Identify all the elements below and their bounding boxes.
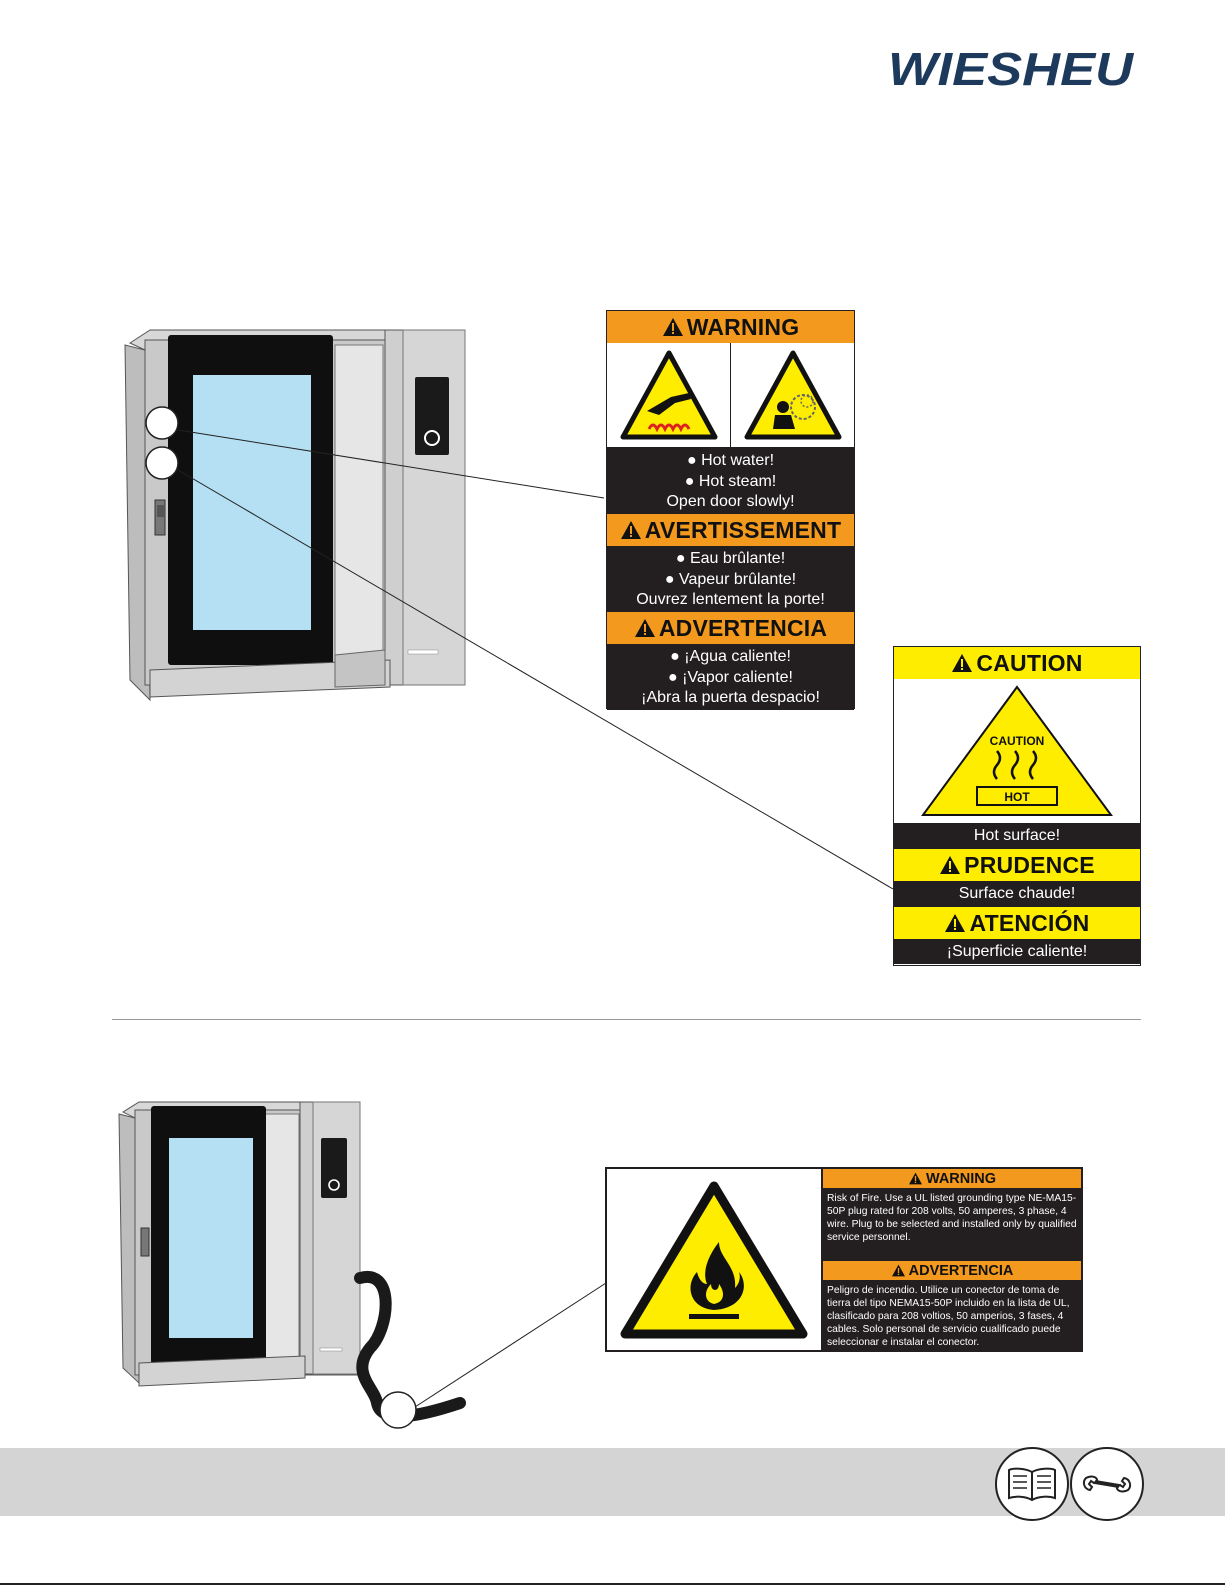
- symbol-caution-text: CAUTION: [990, 734, 1045, 748]
- prudence-header: PRUDENCE: [894, 849, 1140, 881]
- steam-hazard-icon: [744, 350, 841, 440]
- hot-surface-caution-label: CAUTION CAUTION HOT Hot surface! PRUDENC…: [893, 646, 1141, 966]
- avertissement-header: AVERTISSEMENT: [607, 514, 854, 546]
- manual-book-icon: [995, 1447, 1069, 1521]
- caution-header: CAUTION: [894, 647, 1140, 679]
- fire-warning-text: Risk of Fire. Use a UL listed grounding …: [827, 1193, 1077, 1243]
- alert-triangle-icon: [891, 1264, 905, 1277]
- wrench-icon: [1070, 1447, 1144, 1521]
- alert-triangle-icon: [952, 654, 973, 672]
- hot-water-steam-warning-label: WARNING ● Hot water! ● Hot steam! Open d…: [606, 310, 855, 710]
- fire-advertencia-text: Peligro de incendio. Utilice un conector…: [827, 1285, 1070, 1348]
- alert-triangle-icon: [634, 619, 655, 637]
- wiesheu-logo: WIESHEU: [888, 43, 1135, 95]
- fire-warning-label: WARNING Risk of Fire. Use a UL listed gr…: [605, 1167, 1083, 1352]
- caution-text: Hot surface!: [894, 823, 1140, 849]
- fire-hazard-icon: [620, 1181, 808, 1338]
- alert-triangle-icon: [940, 856, 961, 874]
- alert-triangle-icon: [908, 1172, 922, 1185]
- avertissement-line-3: Ouvrez lentement la porte!: [636, 591, 825, 608]
- alert-triangle-icon: [662, 318, 683, 336]
- symbol-hot-text: HOT: [1004, 790, 1030, 804]
- avertissement-line-1: ● Eau brûlante!: [675, 550, 786, 567]
- leader-lines: [177, 429, 894, 1408]
- atencion-header: ATENCIÓN: [894, 907, 1140, 939]
- section-divider: [112, 1019, 1141, 1020]
- advertencia-header: ADVERTENCIA: [607, 612, 854, 644]
- fire-advertencia-header: ADVERTENCIA: [823, 1261, 1081, 1280]
- alert-triangle-icon: [620, 521, 641, 539]
- warning-line-3: Open door slowly!: [666, 493, 795, 510]
- oven-illustration-top: [124, 329, 466, 702]
- page-bottom-line: [0, 1583, 1225, 1585]
- logo-text: WIESHEU: [888, 43, 1135, 95]
- oven-illustration-bottom: [118, 1101, 466, 1429]
- warning-line-1: ● Hot water!: [686, 452, 775, 469]
- hot-water-hazard-icon: [620, 350, 717, 440]
- advertencia-line-1: ● ¡Agua caliente!: [670, 648, 791, 665]
- avertissement-line-2: ● Vapeur brûlante!: [664, 570, 797, 588]
- atencion-text: ¡Superficie caliente!: [894, 939, 1140, 964]
- prudence-text: Surface chaude!: [894, 881, 1140, 907]
- warning-header: WARNING: [607, 311, 854, 343]
- warning-line-2: ● Hot steam!: [684, 472, 777, 490]
- hot-surface-symbol-icon: CAUTION HOT: [921, 685, 1113, 816]
- fire-warning-header: WARNING: [823, 1169, 1081, 1188]
- alert-triangle-icon: [945, 914, 966, 932]
- advertencia-line-2: ● ¡Vapor caliente!: [668, 668, 793, 686]
- advertencia-line-3: ¡Abra la puerta despacio!: [641, 689, 820, 706]
